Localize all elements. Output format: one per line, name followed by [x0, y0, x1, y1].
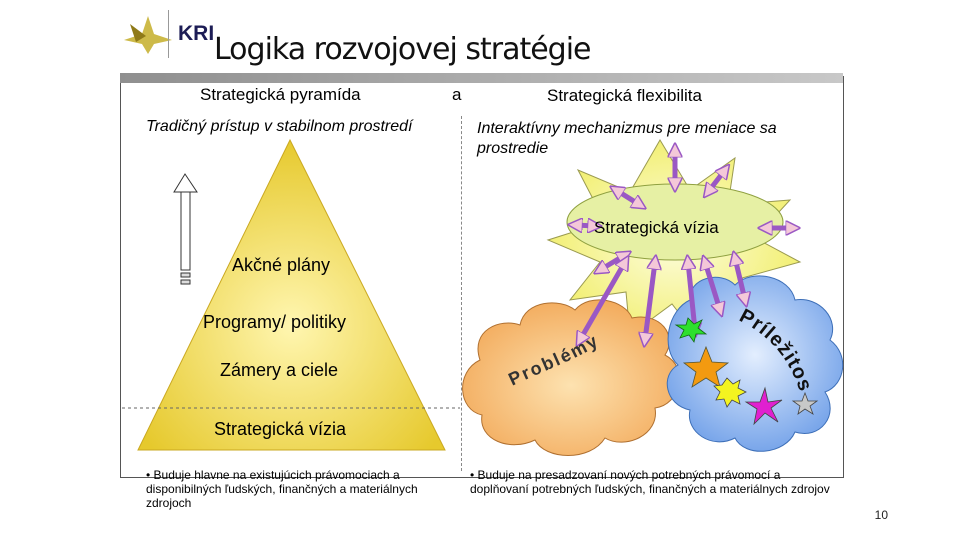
upward-arrow-icon [174, 174, 197, 284]
flexibility-subtitle: Interaktívny mechanizmus pre meniace sa … [477, 119, 827, 159]
vision-label: Strategická vízia [594, 218, 719, 238]
pyramid-level-programs: Programy/ politiky [203, 312, 346, 333]
pyramid-heading: Strategická pyramída [200, 85, 361, 105]
pyramid-level-vision: Strategická vízia [214, 419, 346, 440]
pyramid-level-goals: Zámery a ciele [220, 360, 338, 381]
connector-label: a [452, 85, 461, 105]
flexibility-note: • Buduje na presadzovaní nových potrebný… [470, 468, 840, 496]
flexibility-heading: Strategická flexibilita [547, 86, 702, 106]
page-number: 10 [875, 508, 888, 522]
vision-arrow [575, 225, 595, 226]
pyramid-level-action-plans: Akčné plány [232, 255, 330, 276]
pyramid-note: • Buduje hlavne na existujúcich právomoc… [146, 468, 446, 510]
pyramid-subtitle: Tradičný prístup v stabilnom prostredí [146, 118, 412, 136]
